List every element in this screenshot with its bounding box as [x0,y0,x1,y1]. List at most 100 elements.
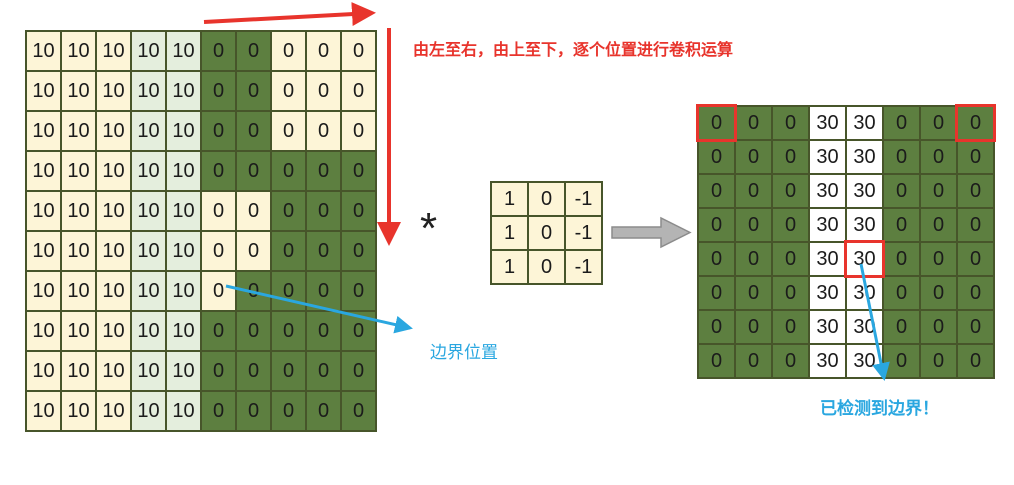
matrix-cell: 0 [201,271,236,311]
matrix-cell: 30 [846,174,883,208]
matrix-cell: 0 [306,391,341,431]
matrix-cell: 0 [883,344,920,378]
matrix-cell: 0 [957,242,994,276]
matrix-cell: 10 [131,311,166,351]
matrix-cell: 0 [735,344,772,378]
matrix-cell: 10 [166,311,201,351]
matrix-cell: 10 [96,311,131,351]
matrix-cell: 0 [201,391,236,431]
matrix-cell: 10 [96,191,131,231]
matrix-cell: 0 [957,310,994,344]
matrix-cell: 10 [166,71,201,111]
matrix-cell: 30 [846,276,883,310]
matrix-cell: 10 [131,351,166,391]
matrix-cell: 0 [735,310,772,344]
matrix-cell: 0 [236,391,271,431]
matrix-cell: 10 [61,71,96,111]
matrix-cell: 0 [236,111,271,151]
matrix-cell: -1 [565,250,602,284]
matrix-cell: 10 [131,231,166,271]
matrix-cell: 0 [341,311,376,351]
matrix-cell: 10 [96,31,131,71]
matrix-cell: 10 [96,351,131,391]
matrix-cell: 30 [846,344,883,378]
matrix-cell: 10 [61,111,96,151]
matrix-cell: 0 [201,311,236,351]
matrix-cell: 0 [528,182,565,216]
matrix-cell: 0 [271,231,306,271]
matrix-cell: 10 [166,191,201,231]
matrix-cell: 0 [883,242,920,276]
matrix-cell: 0 [735,174,772,208]
matrix-cell: 0 [271,391,306,431]
matrix-cell: 10 [26,271,61,311]
matrix-cell: 10 [166,111,201,151]
matrix-cell: 0 [698,242,735,276]
matrix-cell: 0 [306,351,341,391]
matrix-cell: 0 [735,106,772,140]
matrix-cell: 10 [26,351,61,391]
matrix-cell: 0 [883,174,920,208]
matrix-cell: 0 [957,208,994,242]
matrix-cell: 0 [698,276,735,310]
matrix-cell: 0 [236,271,271,311]
matrix-cell: 0 [236,31,271,71]
matrix-cell: 0 [271,271,306,311]
matrix-cell: 0 [236,311,271,351]
matrix-cell: 0 [341,271,376,311]
matrix-cell: 0 [341,191,376,231]
matrix-cell: 0 [920,310,957,344]
matrix-cell: 10 [26,111,61,151]
matrix-cell: 0 [772,140,809,174]
matrix-cell: 10 [166,271,201,311]
matrix-cell: 0 [201,351,236,391]
matrix-cell: 0 [883,276,920,310]
matrix-cell: 1 [491,250,528,284]
boundary-label: 边界位置 [430,343,498,362]
matrix-cell: 0 [772,106,809,140]
matrix-cell: 30 [846,208,883,242]
matrix-cell: 0 [883,106,920,140]
matrix-cell: 0 [236,351,271,391]
matrix-cell: 10 [166,391,201,431]
matrix-cell: 0 [735,208,772,242]
matrix-cell: 10 [26,151,61,191]
matrix-cell: 0 [920,208,957,242]
matrix-cell: 0 [306,151,341,191]
matrix-cell: 10 [61,31,96,71]
matrix-cell: 0 [883,208,920,242]
matrix-cell: 10 [166,151,201,191]
matrix-cell: 0 [341,71,376,111]
matrix-cell: 30 [809,242,846,276]
matrix-cell: 0 [306,191,341,231]
matrix-cell: 0 [735,242,772,276]
matrix-cell: 0 [698,310,735,344]
matrix-cell: 10 [26,191,61,231]
matrix-cell: 0 [341,151,376,191]
matrix-cell: 10 [96,71,131,111]
matrix-cell: 10 [131,31,166,71]
matrix-cell: 0 [735,140,772,174]
matrix-cell: 0 [201,71,236,111]
matrix-cell: 10 [61,311,96,351]
matrix-cell: -1 [565,216,602,250]
matrix-cell: 0 [306,231,341,271]
matrix-cell-highlighted: 0 [955,104,996,142]
matrix-cell: 30 [846,106,883,140]
matrix-cell-highlighted: 0 [696,104,737,142]
matrix-cell: 10 [96,231,131,271]
matrix-cell: 0 [957,140,994,174]
matrix-cell: 10 [96,271,131,311]
matrix-cell: 0 [271,351,306,391]
matrix-cell: 0 [957,174,994,208]
matrix-cell-highlighted: 30 [844,240,885,278]
matrix-cell: 10 [96,111,131,151]
matrix-cell: 30 [809,276,846,310]
matrix-cell: 10 [166,231,201,271]
matrix-cell: 0 [201,231,236,271]
matrix-cell: 0 [236,151,271,191]
matrix-cell: 0 [772,242,809,276]
